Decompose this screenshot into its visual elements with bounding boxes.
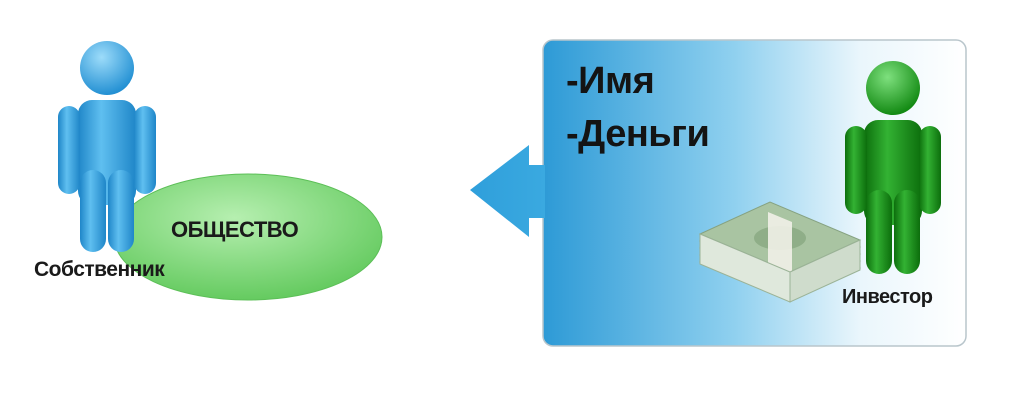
owner-person-icon xyxy=(58,41,156,252)
investor-label: Инвестор xyxy=(842,286,933,308)
owner-label: Собственник xyxy=(34,258,165,281)
left-arrow-icon xyxy=(470,145,545,237)
money-stack-icon xyxy=(698,201,862,303)
panel-item-name: -Имя xyxy=(566,60,655,102)
panel-item-money: -Деньги xyxy=(566,113,710,155)
society-label: ОБЩЕСТВО xyxy=(171,217,299,242)
investor-person-icon xyxy=(845,61,941,274)
